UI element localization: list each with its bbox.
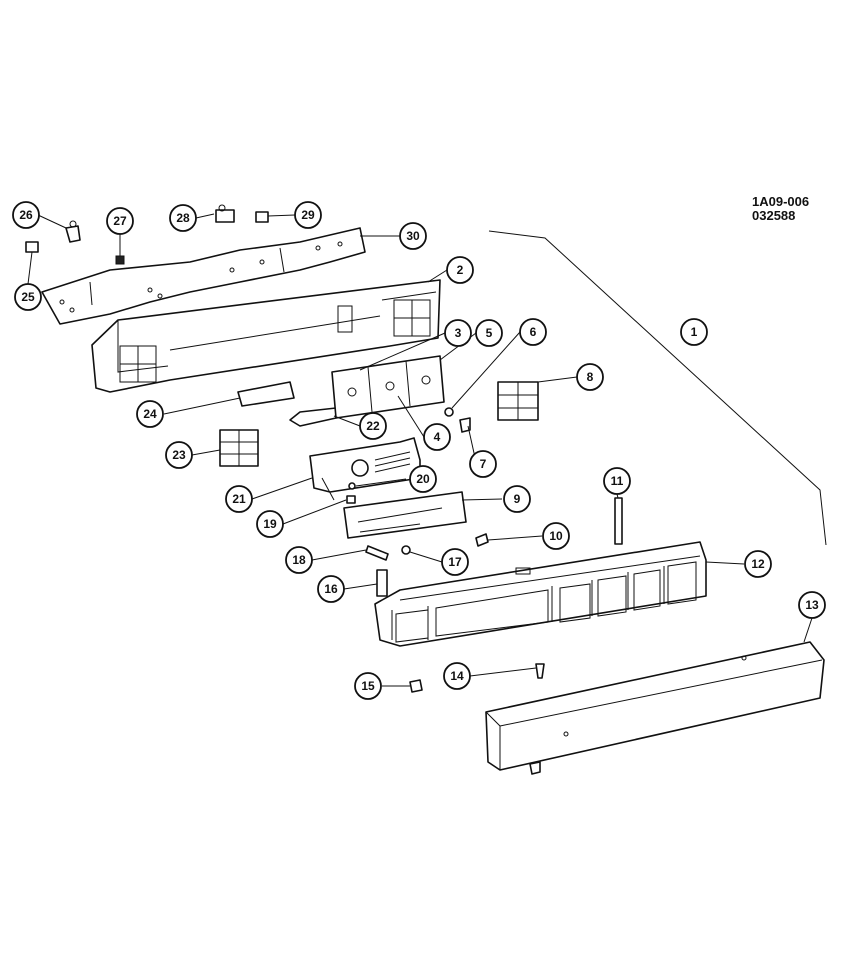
callout-9: 9 — [503, 485, 531, 513]
callout-15: 15 — [354, 672, 382, 700]
svg-text:17: 17 — [448, 555, 462, 569]
callout-1: 1 — [680, 318, 708, 346]
callout-10: 10 — [542, 522, 570, 550]
housing-screw — [529, 761, 541, 775]
callout-23: 23 — [165, 441, 193, 469]
svg-text:11: 11 — [611, 474, 624, 488]
svg-text:15: 15 — [361, 679, 375, 693]
callout-20: 20 — [409, 465, 437, 493]
svg-text:23: 23 — [172, 448, 186, 462]
svg-text:27: 27 — [113, 214, 127, 228]
svg-text:4: 4 — [434, 430, 441, 444]
part-3-5-gauge-assembly — [331, 355, 445, 419]
svg-text:13: 13 — [805, 598, 819, 612]
part-21-speedometer — [309, 437, 421, 501]
svg-text:14: 14 — [450, 669, 464, 683]
callout-28: 28 — [169, 204, 197, 232]
callout-22: 22 — [359, 412, 387, 440]
svg-text:16: 16 — [324, 582, 338, 596]
callout-24: 24 — [136, 400, 164, 428]
svg-text:8: 8 — [587, 370, 594, 384]
drawing-code-line-1: 1A09-006 — [752, 194, 810, 209]
part-11-pin — [614, 497, 623, 545]
leader-lines — [27, 213, 813, 687]
svg-text:20: 20 — [416, 472, 430, 486]
svg-text:7: 7 — [480, 457, 487, 471]
svg-text:9: 9 — [514, 492, 521, 506]
callout-2: 2 — [446, 256, 474, 284]
callout-4: 4 — [423, 423, 451, 451]
part-25-bulb — [25, 241, 39, 253]
svg-text:19: 19 — [263, 517, 277, 531]
svg-text:1: 1 — [691, 325, 698, 339]
part-1-group-bracket — [488, 230, 827, 546]
callout-27: 27 — [106, 207, 134, 235]
part-28-bulb-socket — [215, 204, 235, 223]
part-29-bulb — [255, 211, 269, 223]
part-7-screw — [459, 417, 471, 433]
svg-text:3: 3 — [455, 326, 462, 340]
drawing-code-line-2: 032588 — [752, 208, 796, 223]
part-2-cluster-carrier — [91, 279, 441, 393]
callout-30: 30 — [399, 222, 427, 250]
part-27-bulb — [115, 255, 125, 265]
svg-text:30: 30 — [406, 229, 420, 243]
part-9-dial-face — [343, 491, 467, 539]
svg-text:29: 29 — [301, 208, 315, 222]
callout-7: 7 — [469, 450, 497, 478]
svg-text:28: 28 — [176, 211, 190, 225]
svg-text:26: 26 — [19, 208, 33, 222]
part-8-lens — [497, 381, 539, 421]
callout-5: 5 — [475, 319, 503, 347]
callout-12: 12 — [744, 550, 772, 578]
svg-text:12: 12 — [751, 557, 765, 571]
callout-19: 19 — [256, 510, 284, 538]
svg-text:10: 10 — [549, 529, 563, 543]
part-22-retainer — [289, 407, 337, 427]
callout-14: 14 — [443, 662, 471, 690]
svg-text:24: 24 — [143, 407, 157, 421]
part-13-housing — [485, 641, 825, 771]
callout-6: 6 — [519, 318, 547, 346]
part-15-nut — [409, 679, 423, 693]
callout-3: 3 — [444, 319, 472, 347]
part-14-screw — [535, 663, 545, 679]
part-10-clip — [475, 533, 489, 547]
part-18-pin — [365, 545, 389, 561]
svg-text:25: 25 — [21, 290, 35, 304]
part-30-printed-circuit — [41, 227, 366, 325]
svg-text:2: 2 — [457, 263, 464, 277]
svg-text:22: 22 — [366, 419, 380, 433]
svg-text:21: 21 — [232, 492, 246, 506]
part-12-bezel — [374, 541, 707, 647]
part-17-screw — [401, 545, 411, 555]
callout-11: 11 — [603, 467, 631, 495]
callout-21: 21 — [225, 485, 253, 513]
part-16-filter — [376, 569, 388, 597]
callout-17: 17 — [441, 548, 469, 576]
callout-18: 18 — [285, 546, 313, 574]
part-20-screw — [348, 482, 356, 490]
svg-text:5: 5 — [486, 326, 493, 340]
callout-13: 13 — [798, 591, 826, 619]
svg-text:18: 18 — [292, 553, 306, 567]
callout-25: 25 — [14, 283, 42, 311]
part-26-bulb-socket — [65, 220, 81, 243]
callout-26: 26 — [12, 201, 40, 229]
part-24-retainer — [237, 381, 295, 407]
part-6-nut — [444, 407, 454, 417]
svg-text:6: 6 — [530, 325, 537, 339]
callout-29: 29 — [294, 201, 322, 229]
callout-8: 8 — [576, 363, 604, 391]
part-23-lens — [219, 429, 259, 467]
callout-16: 16 — [317, 575, 345, 603]
part-19-clip — [346, 495, 356, 504]
